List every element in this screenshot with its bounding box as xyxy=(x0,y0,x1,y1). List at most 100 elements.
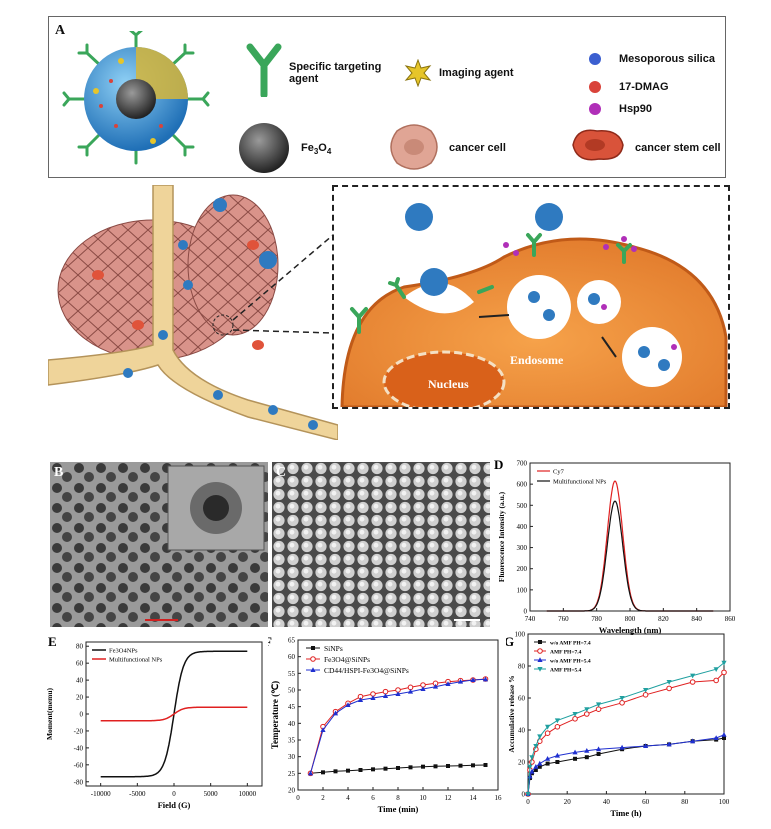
y-tick-label: 0 xyxy=(524,608,528,616)
x-tick-label: 10 xyxy=(420,794,428,802)
x-tick-label: 60 xyxy=(642,798,650,806)
x-tick-label: -5000 xyxy=(129,790,146,798)
hsp90-label: Hsp90 xyxy=(619,103,653,115)
data-point xyxy=(396,766,400,770)
data-point xyxy=(595,706,602,712)
data-point xyxy=(545,724,551,730)
x-tick-label: 20 xyxy=(564,798,572,806)
data-point xyxy=(584,707,590,712)
data-point xyxy=(527,764,533,770)
x-axis-label: Time (min) xyxy=(378,804,419,814)
x-tick-label: 740 xyxy=(525,615,536,623)
y-tick-label: 500 xyxy=(517,502,528,510)
data-point xyxy=(420,686,426,691)
data-point xyxy=(666,680,672,685)
x-tick-label: 800 xyxy=(625,615,636,623)
data-point xyxy=(721,660,727,666)
data-point xyxy=(527,773,533,779)
targeting-agent-label: Specific targeting agent xyxy=(289,61,382,85)
data-point xyxy=(421,764,425,769)
data-point xyxy=(483,763,488,767)
data-point xyxy=(408,765,413,770)
series-line-4 xyxy=(527,662,725,795)
data-point xyxy=(572,749,578,755)
y-tick-label: 0 xyxy=(80,711,84,719)
series-line-1 xyxy=(527,737,725,795)
panel-c-sem-image: C xyxy=(272,462,490,627)
x-tick-label: 840 xyxy=(691,615,702,623)
data-point xyxy=(382,693,389,698)
x-tick-label: 8 xyxy=(396,794,400,802)
y-tick-label: 40 xyxy=(518,727,526,735)
y-tick-label: 300 xyxy=(517,544,528,552)
dmag-label: 17-DMAG xyxy=(619,81,669,93)
y-tick-label: 30 xyxy=(288,753,296,761)
data-point xyxy=(537,764,542,769)
data-point xyxy=(721,732,727,737)
y-tick-label: 20 xyxy=(518,759,526,767)
y-tick-label: 55 xyxy=(288,670,296,678)
cancer-stem-cell-icon xyxy=(572,129,624,161)
y-tick-label: 0 xyxy=(522,791,526,799)
data-point xyxy=(307,770,314,776)
panel-b-letter: B xyxy=(54,465,64,480)
x-tick-label: 2 xyxy=(321,794,325,802)
data-point xyxy=(445,681,451,686)
y-tick-label: 40 xyxy=(288,720,296,728)
x-tick-label: 14 xyxy=(470,794,478,802)
x-axis-label: Wavelength (nm) xyxy=(599,625,662,635)
y-tick-label: 45 xyxy=(288,703,296,711)
endosome-label: Endosome xyxy=(510,353,564,367)
x-tick-label: 100 xyxy=(719,798,730,806)
data-point xyxy=(554,718,560,724)
x-tick-label: 760 xyxy=(558,615,569,623)
cancer-cell-label: cancer cell xyxy=(449,142,506,154)
legend-marker-1 xyxy=(311,646,315,650)
data-point xyxy=(572,716,578,722)
data-point xyxy=(533,768,538,772)
panel-a-letter: A xyxy=(55,23,66,38)
x-tick-label: 40 xyxy=(603,798,611,806)
legend-marker-2 xyxy=(537,648,543,654)
legend-label-3: CD44/HSPI-Fe3O4@SiNPs xyxy=(324,666,409,675)
x-axis-label: Field (G) xyxy=(158,800,191,810)
x-tick-label: 4 xyxy=(346,794,350,802)
legend-label-2: Fe3O4@SiNPs xyxy=(324,655,370,664)
data-point xyxy=(470,677,476,682)
data-point xyxy=(345,702,351,707)
tem-particles xyxy=(50,462,268,627)
data-point xyxy=(555,760,560,764)
data-point xyxy=(572,712,578,717)
y-tick-label: -40 xyxy=(74,744,84,752)
data-point xyxy=(529,755,535,760)
data-point xyxy=(383,766,388,771)
y-tick-label: 65 xyxy=(288,637,296,645)
data-point xyxy=(545,761,550,766)
x-tick-label: 16 xyxy=(495,794,503,802)
data-point xyxy=(584,711,590,717)
legend-marker-4 xyxy=(537,667,543,672)
y-tick-label: 40 xyxy=(76,677,84,685)
data-point xyxy=(545,756,551,761)
data-point xyxy=(370,695,376,700)
imaging-agent-icon xyxy=(404,59,432,87)
targeting-agent-icon xyxy=(246,43,282,97)
x-tick-label: 80 xyxy=(681,798,689,806)
y-tick-label: 700 xyxy=(517,460,528,468)
sem-particles xyxy=(272,462,490,627)
data-point xyxy=(533,764,539,769)
series-line-2 xyxy=(527,672,725,795)
data-point xyxy=(533,744,539,749)
data-point xyxy=(642,692,649,698)
data-point xyxy=(643,688,649,693)
y-tick-label: 100 xyxy=(517,586,528,594)
y-tick-label: 600 xyxy=(517,481,528,489)
series-line-2 xyxy=(546,500,714,612)
y-tick-label: 60 xyxy=(76,660,84,668)
hsp90-dot xyxy=(589,103,601,115)
legend-label-2: Multifunctional NPs xyxy=(553,479,607,486)
data-point xyxy=(722,736,726,740)
